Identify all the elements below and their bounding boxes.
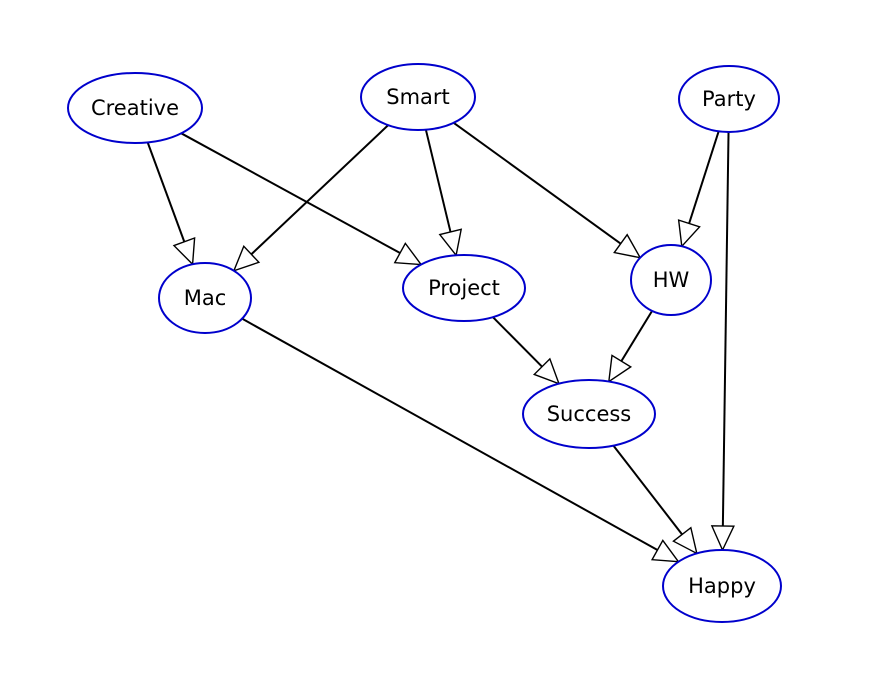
node-label: HW (653, 268, 690, 292)
node-label: Party (702, 87, 756, 111)
node-label: Smart (386, 85, 450, 109)
edge-line (453, 121, 622, 245)
edge-success-to-happy (612, 444, 698, 555)
node-label: Happy (688, 574, 756, 598)
node-ellipse (522, 379, 656, 449)
edge-line (612, 444, 683, 536)
edge-smart-to-hw (453, 121, 642, 259)
edge-line (688, 130, 720, 224)
edge-line (146, 142, 186, 243)
node-ellipse (67, 72, 203, 144)
arrowhead (677, 219, 701, 248)
arrowhead (607, 354, 633, 384)
edge-line (620, 310, 653, 362)
edge-line (180, 132, 401, 254)
arrowhead (532, 357, 561, 385)
edges-layer (146, 121, 735, 563)
node-ellipse (360, 63, 476, 131)
edge-hw-to-success (607, 310, 653, 384)
edge-line (241, 317, 658, 551)
node-success: Success (522, 379, 656, 449)
arrowhead (172, 236, 196, 266)
arrowhead (393, 242, 423, 266)
edge-mac-to-happy (241, 317, 680, 563)
edge-party-to-hw (677, 130, 720, 248)
edge-party-to-happy (710, 131, 735, 552)
node-happy: Happy (662, 549, 782, 623)
edge-line (250, 124, 389, 256)
edge-creative-to-mac (146, 142, 196, 266)
node-ellipse (158, 262, 252, 334)
node-label: Success (547, 402, 632, 426)
edge-creative-to-project (180, 132, 423, 266)
node-label: Mac (184, 286, 227, 310)
arrowhead (650, 539, 680, 563)
arrowhead (672, 526, 698, 555)
node-ellipse (402, 254, 526, 322)
node-creative: Creative (67, 72, 203, 144)
node-mac: Mac (158, 262, 252, 334)
arrowhead (710, 525, 735, 552)
node-ellipse (630, 244, 712, 316)
edge-smart-to-mac (232, 124, 389, 272)
edge-smart-to-project (424, 129, 463, 257)
node-ellipse (678, 65, 780, 133)
node-label: Project (428, 276, 500, 300)
edge-line (492, 316, 543, 368)
node-ellipse (662, 549, 782, 623)
edge-project-to-success (492, 316, 561, 385)
edge-line (721, 131, 730, 527)
node-hw: HW (630, 244, 712, 316)
node-label: Creative (91, 96, 179, 120)
node-party: Party (678, 65, 780, 133)
arrowhead (232, 245, 261, 272)
arrowhead (438, 228, 463, 257)
node-smart: Smart (360, 63, 476, 131)
node-project: Project (402, 254, 526, 322)
edge-line (424, 129, 452, 233)
arrowhead (613, 233, 642, 259)
